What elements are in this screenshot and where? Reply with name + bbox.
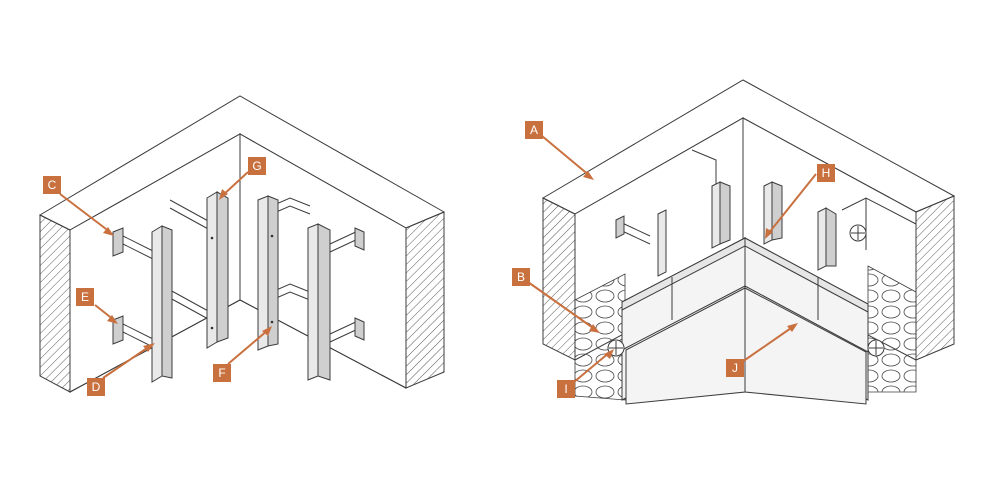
label-j: J — [726, 359, 744, 377]
label-f: F — [213, 364, 231, 382]
label-g: G — [248, 157, 266, 175]
cladding-panels — [621, 237, 869, 405]
left-vertical-rails — [151, 191, 331, 383]
label-h: H — [817, 164, 835, 182]
left-wall-section-right — [405, 211, 445, 389]
right-wall-section-right — [915, 195, 955, 361]
right-wall-section-left — [542, 197, 576, 361]
label-c: C — [43, 176, 61, 194]
left-wall-section-left — [39, 214, 71, 393]
insulation-left — [574, 273, 626, 401]
label-i: I — [557, 380, 575, 398]
label-e: E — [76, 288, 94, 306]
label-a: A — [525, 121, 543, 139]
left-diagram — [38, 95, 446, 393]
right-diagram — [541, 79, 956, 405]
label-b: B — [512, 268, 530, 286]
leader-arrows — [59, 135, 817, 383]
anchors — [607, 224, 885, 357]
label-d: D — [87, 378, 105, 396]
